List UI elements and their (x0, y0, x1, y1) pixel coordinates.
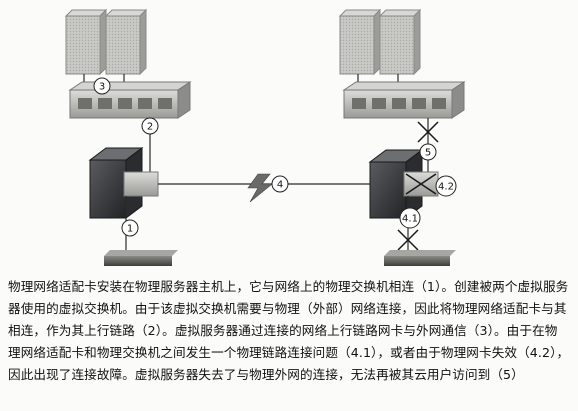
callout-4-2: 4.2 (435, 175, 457, 197)
callout-2: 2 (141, 117, 159, 135)
virtual-server-right-1 (338, 8, 382, 76)
callout-3: 3 (93, 77, 111, 95)
virtual-server-right-2 (378, 8, 422, 76)
network-failure-diagram: 3 2 1 4 5 4.2 4.1 (64, 8, 466, 266)
network-adapter-left (123, 171, 159, 197)
svg-text:4.1: 4.1 (402, 214, 418, 225)
physical-switch-left (104, 250, 178, 266)
svg-text:2: 2 (147, 122, 153, 133)
virtual-switch-left (68, 81, 192, 119)
callout-4-1: 4.1 (399, 207, 421, 229)
svg-text:4: 4 (277, 180, 283, 191)
lightning-bolt-icon (247, 173, 273, 203)
virtual-server-left-1 (64, 8, 108, 76)
physical-host-left (88, 147, 159, 219)
callout-5: 5 (419, 143, 437, 161)
svg-text:3: 3 (99, 82, 105, 93)
svg-text:4.2: 4.2 (438, 182, 454, 193)
callout-4: 4 (271, 175, 289, 193)
virtual-server-left-2 (104, 8, 148, 76)
cross-mark-icon (397, 229, 419, 251)
svg-text:1: 1 (127, 224, 133, 235)
physical-switch-right (384, 250, 456, 266)
cross-mark-icon (417, 121, 439, 143)
callout-1: 1 (121, 219, 139, 237)
virtual-switch-right (342, 81, 466, 119)
physical-host-right (368, 149, 439, 219)
figure-caption: 物理网络适配卡安装在物理服务器主机上，它与网络上的物理交换机相连（1）。创建被两… (8, 279, 570, 382)
svg-text:5: 5 (425, 148, 431, 159)
